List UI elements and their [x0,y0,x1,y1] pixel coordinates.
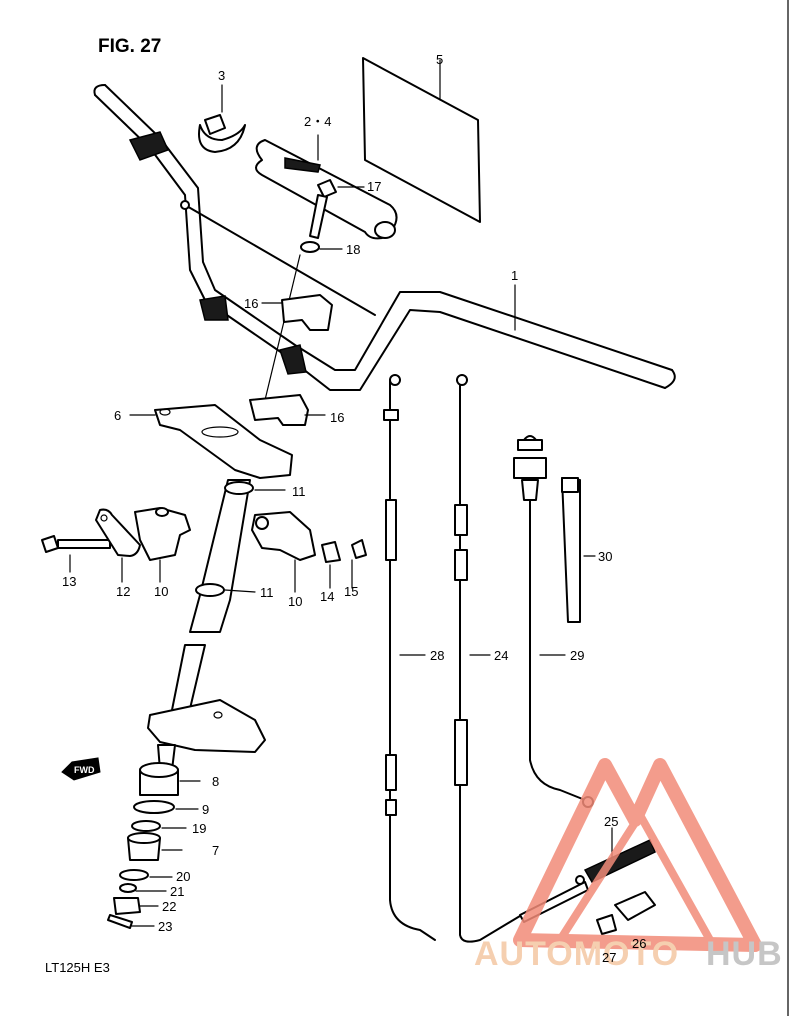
part-13-bolt [41,535,111,573]
callout-2-4: 2・4 [304,114,331,129]
callout-16-lower: 16 [330,410,344,425]
callout-14: 14 [320,589,334,604]
callout-10-left: 10 [154,584,168,599]
watermark-hub: HUB [706,935,783,973]
part-10-holder-right [251,511,316,593]
part-18-washer [300,241,343,253]
callout-16-upper: 16 [244,296,258,311]
callout-22: 22 [162,899,176,914]
callout-23: 23 [158,919,172,934]
callout-12: 12 [116,584,130,599]
handlebar [93,84,676,391]
part-5-sticker [362,57,481,223]
callout-19: 19 [192,821,206,836]
callout-20: 20 [176,869,190,884]
callout-21: 21 [170,884,184,899]
callout-10-right: 10 [288,594,302,609]
callout-28: 28 [430,648,444,663]
callout-11-lower: 11 [260,585,274,600]
part-3-clamp [198,84,246,153]
callout-6: 6 [114,408,121,423]
part-17-bolt [309,179,365,239]
part-30-strap [561,477,596,623]
callout-25: 25 [604,814,618,829]
callout-27: 27 [602,950,616,965]
callout-15: 15 [344,584,358,599]
callout-11-upper: 11 [292,484,306,499]
callout-24: 24 [494,648,508,663]
callout-9: 9 [202,802,209,817]
cable-28 [383,374,436,941]
callout-7: 7 [212,843,219,858]
model-code: LT125H E3 [45,960,110,975]
figure-title: FIG. 27 [98,36,161,57]
cable-29 [513,435,594,808]
fwd-arrow-icon: FWD [61,757,101,781]
part-16-lower-clamp [249,394,309,426]
watermark-logo: AUTOMOTO HUB [474,758,783,973]
part-27-nut [596,914,617,935]
callout-29: 29 [570,648,584,663]
lower-bracket [147,699,266,771]
callout-30: 30 [598,549,612,564]
callout-17: 17 [367,179,381,194]
watermark-automoto: AUTOMOTO [474,935,679,973]
part-15-cotter-pin [351,539,367,589]
part-14-nut [321,541,341,589]
part-16-upper-clamp [281,294,333,331]
part-26-cap [614,891,656,921]
cable-24 [454,374,531,943]
part-10-holder-left [134,507,191,583]
part-6-upper-bracket [129,404,293,479]
fwd-label: FWD [74,765,95,775]
lower-stack [107,762,201,929]
callout-3: 3 [218,68,225,83]
callout-18: 18 [346,242,360,257]
callout-13: 13 [62,574,76,589]
part-12-plate [95,508,141,583]
callout-1: 1 [511,268,518,283]
callout-5: 5 [436,52,443,67]
callout-26: 26 [632,936,646,951]
callout-8: 8 [212,774,219,789]
